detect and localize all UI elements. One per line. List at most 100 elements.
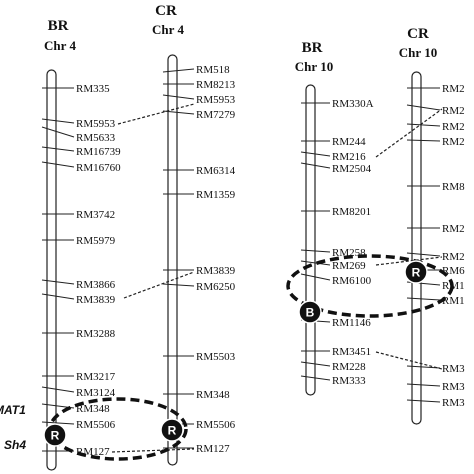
chromosome-br4 — [46, 69, 57, 471]
marker-label: RM3288 — [76, 328, 116, 340]
marker-label: RM6250 — [196, 281, 236, 293]
marker-label: RM5506 — [196, 419, 236, 431]
cr10-subtitle: Chr 10 — [399, 45, 437, 60]
marker-tick — [41, 421, 75, 425]
connector-rm3451 — [375, 351, 443, 370]
marker-tick — [162, 94, 195, 100]
marker-label: RM8 — [442, 181, 465, 193]
marker-tick — [41, 386, 75, 393]
marker-label: RM2 — [442, 83, 465, 95]
marker-label: RM3742 — [76, 209, 115, 221]
marker-tick — [41, 279, 75, 285]
marker-label: RM2 — [442, 223, 465, 235]
marker-tick — [41, 293, 75, 300]
marker-tick — [300, 249, 331, 253]
marker-tick — [406, 297, 441, 301]
marker-label: RM8201 — [332, 206, 371, 218]
marker-tick — [162, 68, 195, 73]
chromosome-cr10 — [411, 71, 422, 425]
marker-tick — [406, 123, 441, 127]
marker-label: RM3 — [442, 381, 465, 393]
marker-tick — [406, 139, 441, 142]
marker-label: RM330A — [332, 98, 374, 110]
marker-label: RM2 — [442, 121, 465, 133]
marker-label: RM16739 — [76, 146, 121, 158]
marker-tick — [300, 162, 331, 169]
connector-rm216 — [375, 108, 443, 158]
marker-label: RM348 — [76, 403, 110, 415]
marker-label: RM5503 — [196, 351, 236, 363]
marker-tick — [406, 383, 441, 387]
marker-tick — [300, 361, 331, 367]
marker-label: RM1 — [442, 295, 465, 307]
br4-badge — [43, 423, 67, 447]
marker-label: RM216 — [332, 151, 366, 163]
marker-tick — [41, 126, 75, 138]
marker-label: RM348 — [196, 389, 230, 401]
marker-tick — [406, 252, 441, 257]
br4-badge-label: R — [51, 429, 60, 443]
cr4-subtitle: Chr 4 — [152, 22, 184, 37]
marker-label: RM3839 — [196, 265, 236, 277]
br4-markers: RM335 RM5953 RM5633 RM16739 RM16760 RM37… — [41, 83, 121, 458]
br10-markers: RM330A RM244 RM216 RM2504 RM8201 RM258 R… — [300, 98, 374, 387]
marker-label: RM2 — [442, 251, 465, 263]
cr10-badge-label: R — [412, 266, 421, 280]
marker-label: RM5633 — [76, 132, 116, 144]
marker-label: RM244 — [332, 136, 366, 148]
marker-label: RM3217 — [76, 371, 116, 383]
marker-label: RM3 — [442, 363, 465, 375]
marker-label: RM127 — [196, 443, 230, 455]
cr4-badge — [160, 418, 184, 442]
marker-label: RM2 — [442, 136, 465, 148]
marker-label: RM5953 — [196, 94, 236, 106]
cr4-badge-label: R — [168, 424, 177, 438]
connector-rm269 — [375, 256, 443, 266]
connector-rm5953 — [117, 103, 195, 125]
chromosome-cr4 — [167, 54, 178, 466]
marker-tick — [300, 151, 331, 157]
marker-label: RM2504 — [332, 163, 372, 175]
marker-label: RM5979 — [76, 235, 116, 247]
marker-label: RM3451 — [332, 346, 371, 358]
marker-label: RM228 — [332, 361, 366, 373]
marker-tick — [41, 161, 75, 168]
marker-label: RM3839 — [76, 294, 116, 306]
marker-tick — [41, 146, 75, 152]
marker-label: RM1359 — [196, 189, 236, 201]
cr10-title: CR — [407, 26, 429, 42]
marker-label: RM16760 — [76, 162, 121, 174]
br10-subtitle: Chr 10 — [295, 59, 333, 74]
br4-title: BR — [48, 18, 69, 34]
br4-subtitle: Chr 4 — [44, 38, 76, 53]
marker-tick — [162, 110, 195, 115]
marker-label: RM3866 — [76, 279, 116, 291]
marker-label: RM6100 — [332, 275, 372, 287]
marker-tick — [300, 260, 331, 266]
marker-tick — [162, 283, 195, 287]
gene-label-sh4: Sh4 — [4, 438, 26, 452]
marker-label: RM5953 — [76, 118, 116, 130]
marker-label: RM8213 — [196, 79, 236, 91]
marker-label: RM3 — [442, 397, 465, 409]
marker-label: RM2 — [442, 105, 465, 117]
chromosome-br10 — [305, 84, 316, 396]
marker-label: RM269 — [332, 260, 366, 272]
marker-label: RM7279 — [196, 109, 236, 121]
connector-rm3839 — [123, 271, 195, 299]
connector-rm127 — [111, 448, 195, 453]
marker-label: RM1146 — [332, 317, 371, 329]
marker-label: RM335 — [76, 83, 110, 95]
cr4-markers: RM518 RM8213 RM5953 RM7279 RM6314 RM1359… — [162, 64, 236, 455]
br10-badge-label: B — [306, 306, 315, 320]
cr10-badge — [404, 260, 428, 284]
br10-title: BR — [302, 40, 323, 56]
marker-label: RM518 — [196, 64, 230, 76]
chr10-region-ellipse — [286, 254, 454, 318]
marker-tick — [406, 104, 441, 111]
marker-tick — [300, 375, 331, 381]
marker-label: RM3124 — [76, 387, 116, 399]
gene-label-mat1: MAT1 — [0, 403, 26, 417]
